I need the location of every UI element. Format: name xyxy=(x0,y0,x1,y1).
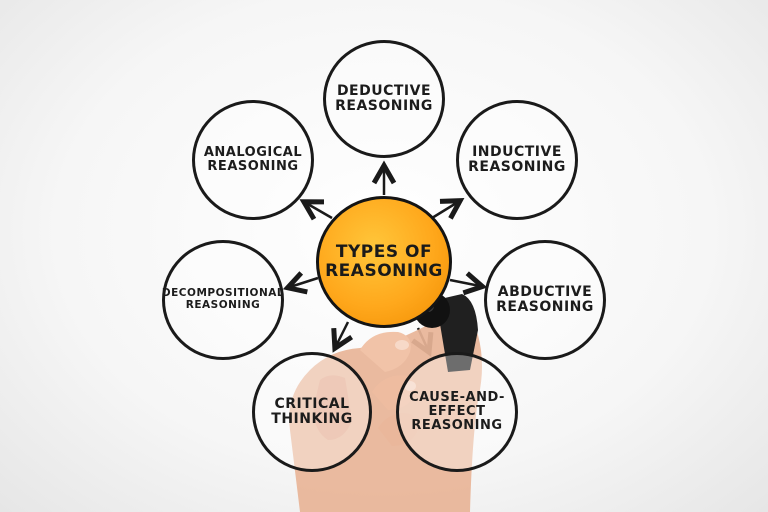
node-label: DEDUCTIVE REASONING xyxy=(335,82,433,114)
node-label: ANALOGICAL REASONING xyxy=(203,144,303,174)
node-cause-and-effect-reasoning: CAUSE-AND- EFFECT REASONING xyxy=(396,352,518,472)
center-node-types-of-reasoning: TYPES OF REASONING xyxy=(316,196,452,328)
node-decompositional-reasoning: DECOMPOSITIONAL REASONING xyxy=(162,240,284,360)
node-label: CAUSE-AND- EFFECT REASONING xyxy=(409,389,505,434)
arrow-inductive xyxy=(431,202,458,218)
node-label: ABDUCTIVE REASONING xyxy=(496,283,594,315)
node-label: INDUCTIVE REASONING xyxy=(468,143,566,175)
arrow-analogical xyxy=(306,203,333,218)
center-node-label: TYPES OF REASONING xyxy=(325,242,443,281)
node-label: CRITICAL THINKING xyxy=(271,395,353,427)
node-inductive-reasoning: INDUCTIVE REASONING xyxy=(456,100,578,220)
arrow-abductive xyxy=(449,280,480,286)
node-label: DECOMPOSITIONAL REASONING xyxy=(161,287,285,311)
node-deductive-reasoning: DEDUCTIVE REASONING xyxy=(323,40,445,158)
arrow-decompositional xyxy=(290,278,319,287)
node-critical-thinking: CRITICAL THINKING xyxy=(252,352,372,472)
arrow-critical xyxy=(336,321,348,346)
node-analogical-reasoning: ANALOGICAL REASONING xyxy=(192,100,314,220)
node-abductive-reasoning: ABDUCTIVE REASONING xyxy=(484,240,606,360)
